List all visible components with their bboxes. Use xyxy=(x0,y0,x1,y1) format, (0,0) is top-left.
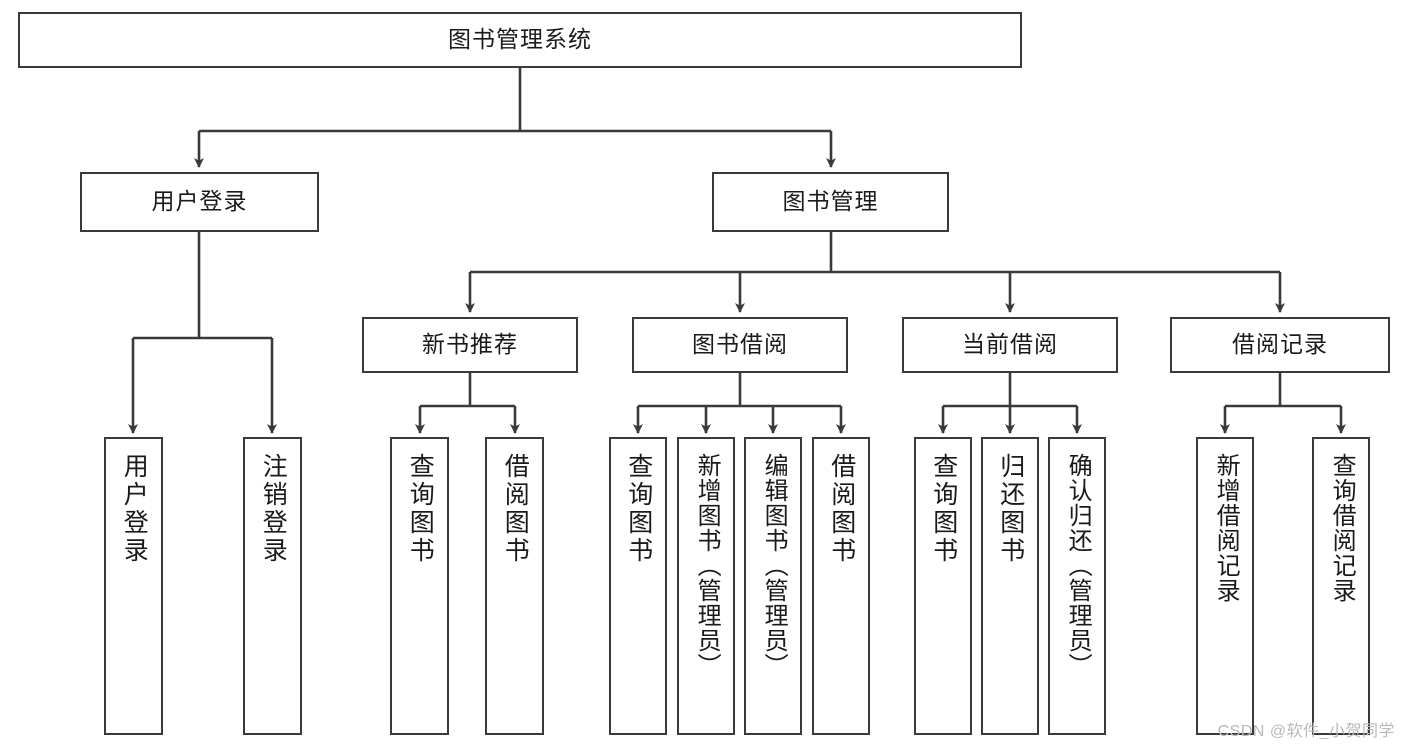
node-label: 归还图书 xyxy=(996,453,1025,565)
node-label: 新增图书（管理员） xyxy=(693,453,721,678)
leaf-add-book-admin[interactable]: 新增图书（管理员） xyxy=(677,437,735,735)
node-label: 注销登录 xyxy=(259,453,288,565)
node-label: 查询图书 xyxy=(624,453,653,565)
node-book-management[interactable]: 图书管理 xyxy=(712,172,949,232)
leaf-logout[interactable]: 注销登录 xyxy=(243,437,302,735)
node-label: 新增借阅记录 xyxy=(1212,453,1240,603)
leaf-query-book-current[interactable]: 查询图书 xyxy=(914,437,972,735)
node-book-borrow[interactable]: 图书借阅 xyxy=(632,317,848,373)
leaf-borrow-book-recommend[interactable]: 借阅图书 xyxy=(485,437,544,735)
node-root-system[interactable]: 图书管理系统 xyxy=(18,12,1022,68)
node-label: 图书借阅 xyxy=(692,331,788,358)
leaf-add-borrow-record[interactable]: 新增借阅记录 xyxy=(1196,437,1254,735)
leaf-return-book[interactable]: 归还图书 xyxy=(981,437,1039,735)
leaf-user-login[interactable]: 用户登录 xyxy=(104,437,163,735)
node-label: 借阅记录 xyxy=(1232,331,1328,358)
node-label: 新书推荐 xyxy=(422,331,518,358)
node-label: 查询图书 xyxy=(929,453,958,565)
node-label: 编辑图书（管理员） xyxy=(760,453,788,678)
node-label: 查询图书 xyxy=(406,453,435,565)
node-user-login[interactable]: 用户登录 xyxy=(80,172,319,232)
leaf-query-book-borrow[interactable]: 查询图书 xyxy=(609,437,667,735)
node-label: 图书管理系统 xyxy=(448,26,592,53)
node-label: 查询借阅记录 xyxy=(1328,453,1356,603)
leaf-borrow-book[interactable]: 借阅图书 xyxy=(812,437,870,735)
node-current-borrow[interactable]: 当前借阅 xyxy=(902,317,1118,373)
leaf-edit-book-admin[interactable]: 编辑图书（管理员） xyxy=(744,437,802,735)
node-new-book-recommend[interactable]: 新书推荐 xyxy=(362,317,578,373)
node-label: 图书管理 xyxy=(782,188,879,215)
node-label: 当前借阅 xyxy=(962,331,1058,358)
node-label: 借阅图书 xyxy=(827,453,856,565)
node-label: 确认归还（管理员） xyxy=(1064,453,1092,678)
node-borrow-record[interactable]: 借阅记录 xyxy=(1170,317,1390,373)
leaf-query-book-recommend[interactable]: 查询图书 xyxy=(390,437,449,735)
node-label: 借阅图书 xyxy=(501,453,530,565)
node-label: 用户登录 xyxy=(151,188,248,215)
leaf-confirm-return-admin[interactable]: 确认归还（管理员） xyxy=(1048,437,1106,735)
leaf-query-borrow-record[interactable]: 查询借阅记录 xyxy=(1312,437,1370,735)
csdn-watermark: CSDN @软件_小贺同学 xyxy=(1217,723,1395,740)
node-label: 用户登录 xyxy=(120,453,149,565)
